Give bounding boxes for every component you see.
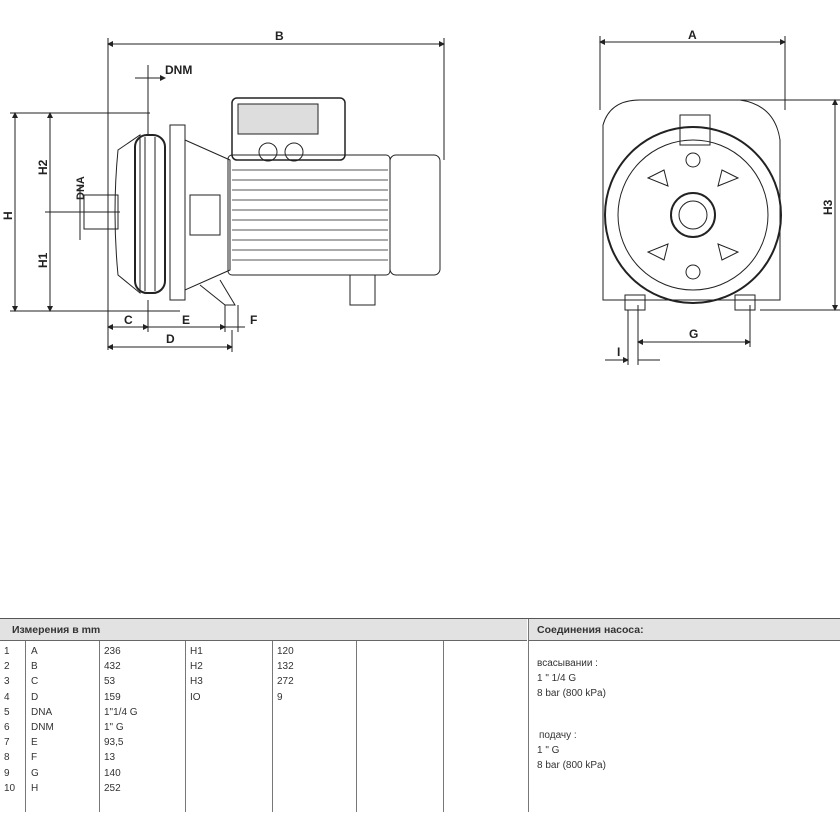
- cell-k: C: [31, 676, 39, 688]
- label-f: F: [250, 313, 257, 327]
- cell-v: 53: [104, 676, 116, 688]
- suction-label: всасывании :: [537, 658, 598, 669]
- pump-drawing: B DNM H H2 H1 DNA C E F D A H: [1, 28, 840, 365]
- cell-k2: H1: [190, 646, 203, 657]
- cell-n: 1: [4, 646, 10, 657]
- cell-v: 159: [104, 691, 121, 703]
- cell-k2: H3: [190, 676, 203, 688]
- cell-n: 9: [4, 767, 10, 779]
- cell-v: 140: [104, 767, 121, 779]
- cell-n: 3: [4, 676, 10, 688]
- discharge-label: подачу :: [539, 730, 577, 741]
- label-d: D: [166, 332, 175, 346]
- label-dnm: DNM: [165, 63, 192, 77]
- cell-v2: 132: [277, 661, 294, 673]
- label-c: C: [124, 313, 133, 327]
- cell-n: 5: [4, 706, 10, 718]
- cell-n: 2: [4, 661, 10, 673]
- label-dna: DNA: [75, 176, 87, 200]
- cell-k: D: [31, 691, 39, 703]
- label-h2: H2: [36, 159, 50, 175]
- cell-k2: H2: [190, 661, 203, 673]
- connections-header: Соединения насоса:: [528, 619, 840, 641]
- side-view: B DNM H H2 H1 DNA C E F D: [1, 29, 445, 352]
- cell-k: F: [31, 752, 38, 764]
- cell-v: 1"1/4 G: [104, 706, 138, 718]
- label-a: A: [688, 28, 697, 42]
- label-e: E: [182, 313, 190, 327]
- front-view: A H3 G I: [599, 28, 840, 365]
- cell-k: DNM: [31, 722, 54, 733]
- cell-k: H: [31, 782, 39, 794]
- label-h1: H1: [36, 252, 50, 268]
- cell-v2: 272: [277, 676, 294, 688]
- dimensions-header: Измерения в mm: [0, 619, 527, 641]
- suction-pressure: 8 bar (800 kPa): [537, 688, 606, 699]
- cell-k: E: [31, 737, 38, 749]
- cell-n: 8: [4, 752, 10, 764]
- label-b: B: [275, 29, 284, 43]
- cell-n: 6: [4, 722, 10, 733]
- discharge-pressure: 8 bar (800 kPa): [537, 760, 606, 771]
- cell-n: 10: [4, 782, 16, 794]
- suction-size: 1 " 1/4 G: [537, 673, 577, 684]
- cell-v: 1" G: [104, 722, 124, 733]
- cell-k2: IO: [190, 691, 201, 703]
- cell-k: B: [31, 661, 38, 673]
- cell-v: 13: [104, 752, 116, 764]
- cell-k: DNA: [31, 706, 53, 718]
- label-g: G: [689, 327, 698, 341]
- discharge-size: 1 " G: [537, 745, 560, 756]
- label-h: H: [1, 211, 15, 220]
- cell-n: 7: [4, 737, 10, 749]
- label-h3: H3: [821, 199, 835, 215]
- cell-v: 432: [104, 661, 121, 673]
- cell-v2: 120: [277, 646, 294, 657]
- cell-v2: 9: [277, 691, 283, 703]
- cell-v: 252: [104, 782, 121, 794]
- cell-v: 93,5: [104, 737, 124, 749]
- cell-n: 4: [4, 691, 10, 703]
- cell-k: A: [31, 646, 38, 657]
- cell-k: G: [31, 767, 39, 779]
- cell-v: 236: [104, 646, 121, 657]
- label-i: I: [617, 345, 620, 359]
